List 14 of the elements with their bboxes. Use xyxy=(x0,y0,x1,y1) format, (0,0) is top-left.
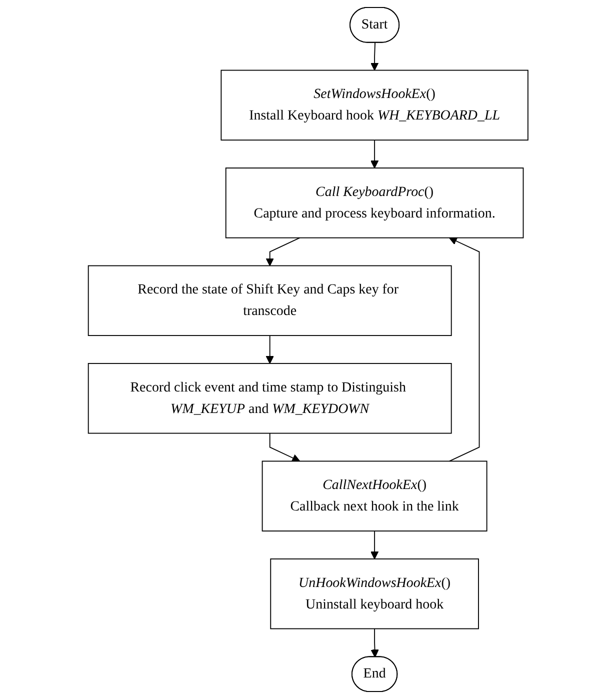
arrow xyxy=(370,42,378,71)
node-box: UnHookWindowsHookEx() Uninstall keyboard hook xyxy=(270,558,479,630)
node-box: Record click event and time stamp to Distinguish WM_KEYUP and WM_KEYDOWN xyxy=(88,363,452,434)
arrow xyxy=(269,432,300,462)
node-box: Call KeyboardProc() Capture and process keyboard information. xyxy=(225,168,524,238)
arrow xyxy=(370,628,379,658)
arrow xyxy=(370,140,378,168)
node-box: Record the state of Shift Key and Caps key for transcode xyxy=(88,265,452,336)
arrow xyxy=(448,237,480,462)
arrow xyxy=(266,335,274,364)
arrow xyxy=(266,237,300,266)
node-box: SetWindowsHookEx() Install Keyboard hook WH_KEYBOARD_LL xyxy=(220,70,528,141)
node-box: CallNextHookEx() Callback next hook in the link xyxy=(262,460,488,532)
arrow xyxy=(370,530,378,560)
